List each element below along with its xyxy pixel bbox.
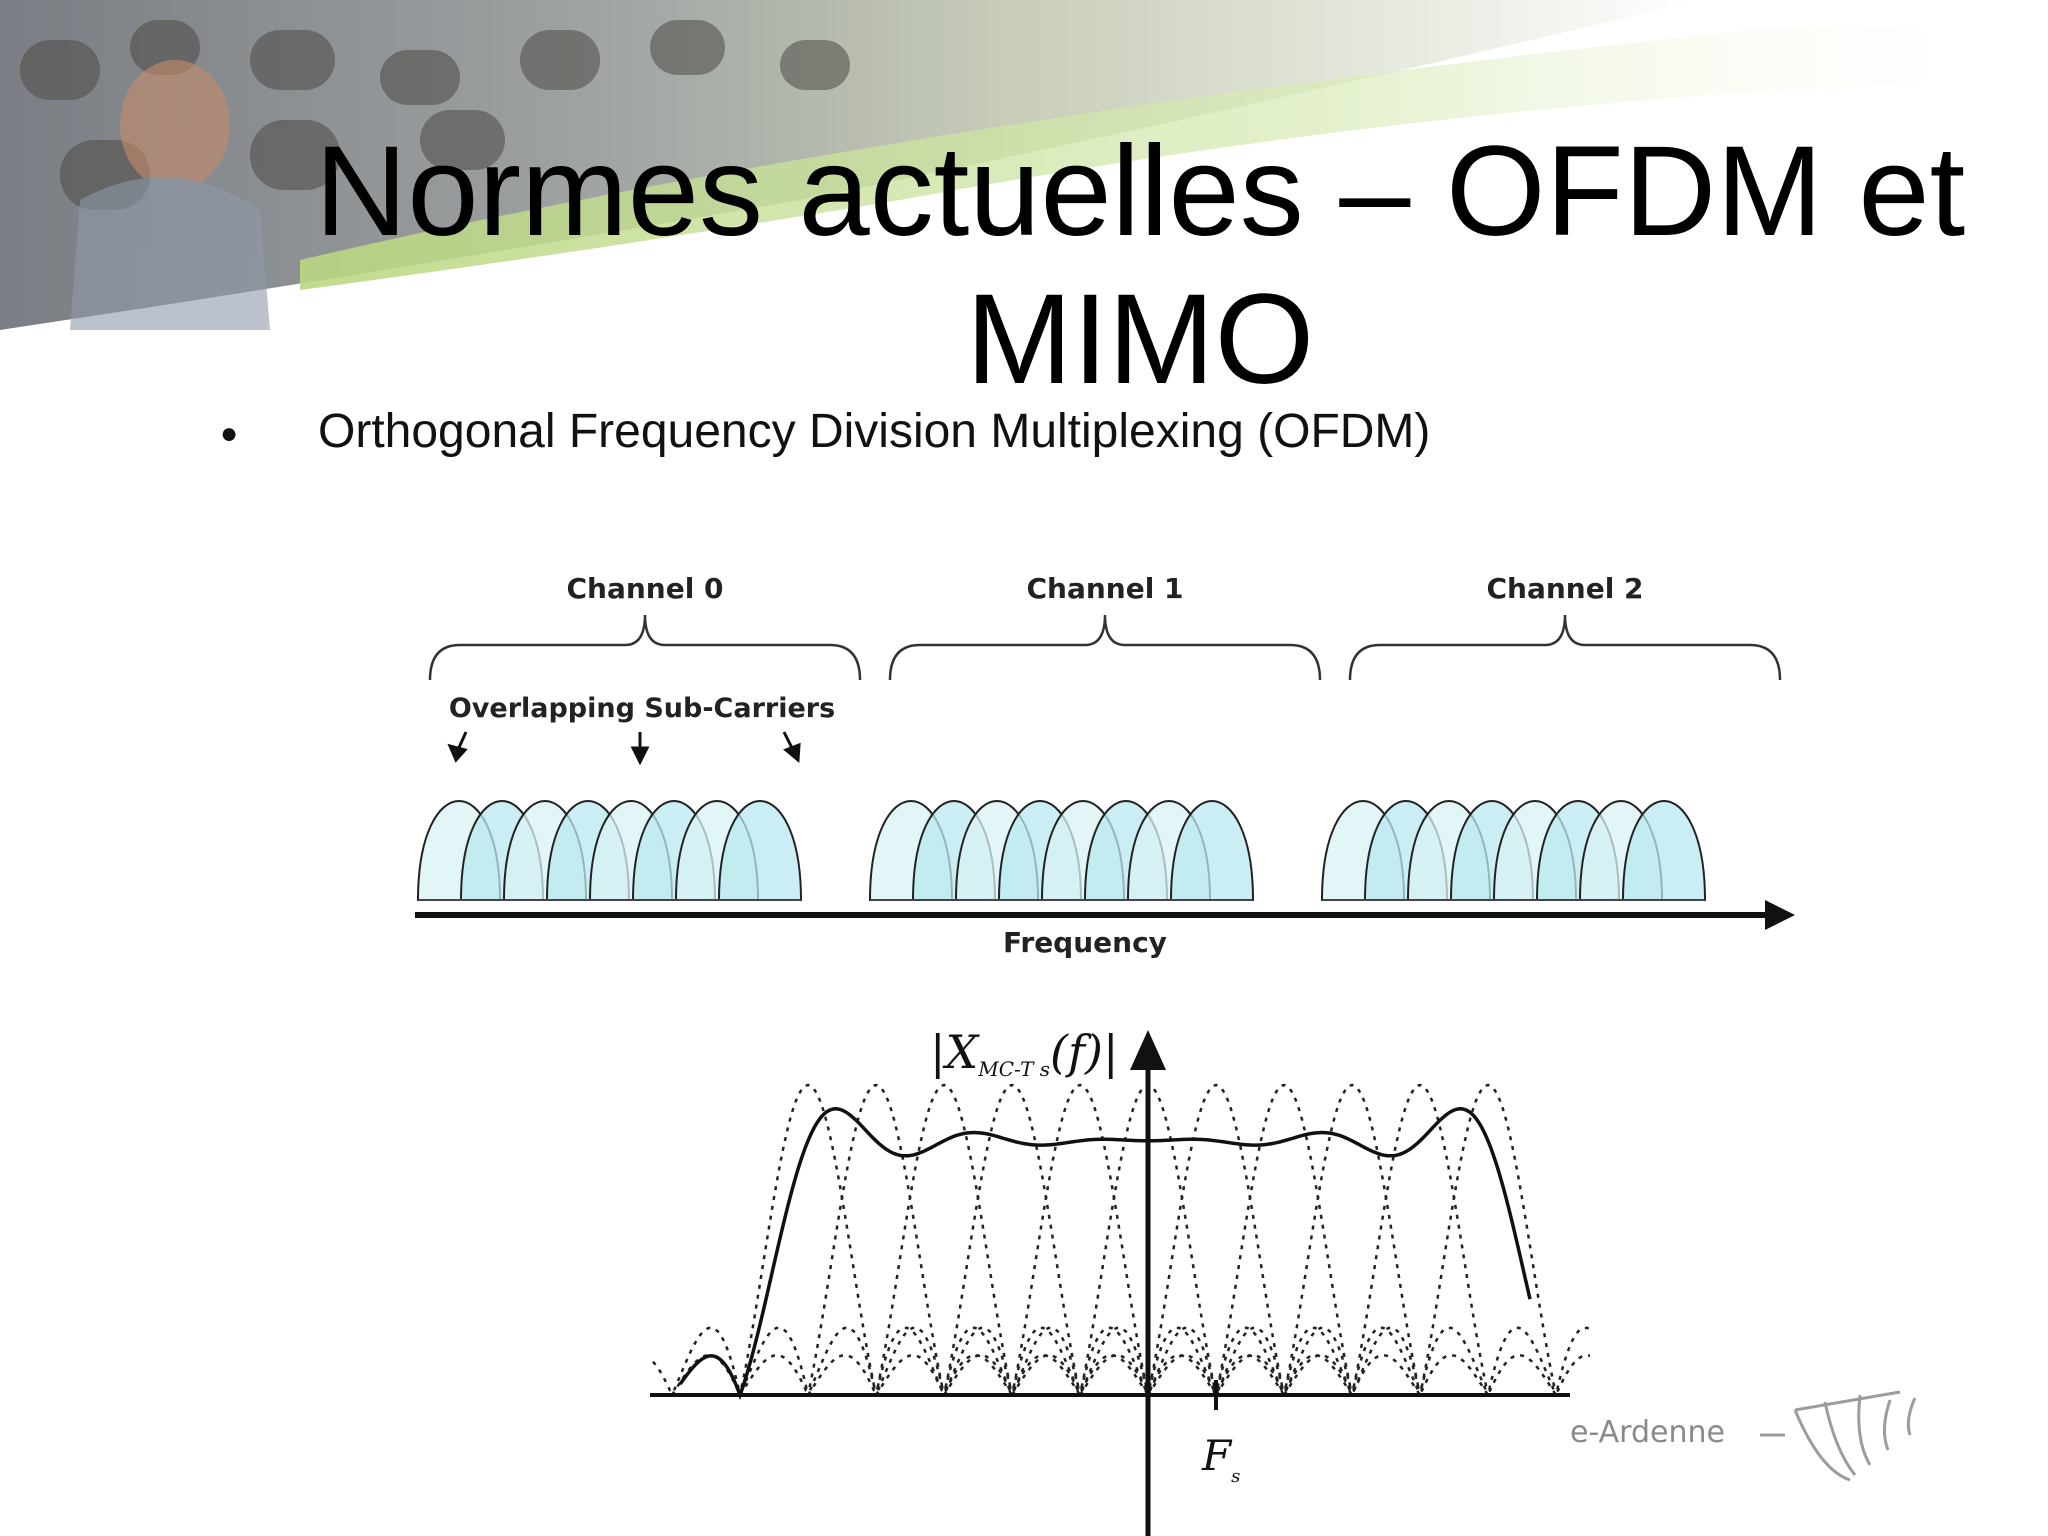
subcarrier-sinc-lobe — [1214, 1083, 1590, 1396]
subcarrier-sinc-lobe — [1282, 1083, 1590, 1396]
spectrum-envelope — [678, 1107, 1532, 1401]
arrow-icon — [630, 732, 650, 766]
frequency-axis-arrowhead-icon — [1765, 900, 1795, 930]
channel-brace-2 — [1348, 614, 1782, 681]
subcarrier-sinc-lobe — [670, 1083, 1082, 1396]
ofdm-channel-diagram: Channel 0 Channel 1 Channel 2 Overlappin… — [415, 572, 1795, 959]
bullet-text: Orthogonal Frequency Division Multiplexi… — [318, 405, 1431, 458]
bullet-item: ● Orthogonal Frequency Division Multiplex… — [220, 404, 1430, 459]
bullet-dot-icon: ● — [220, 417, 239, 451]
y-label-bar-end: | — [1103, 1025, 1119, 1079]
y-axis-arrowhead-icon — [1130, 1030, 1166, 1070]
fs-label-main: F — [1201, 1431, 1233, 1480]
subcarrier-sinc-lobe — [1078, 1083, 1490, 1396]
y-label-sub: MC-T s — [977, 1057, 1050, 1081]
subcarrier-spectra — [650, 1083, 1590, 1396]
subcarrier-sinc-lobe — [738, 1083, 1150, 1396]
channel-brace-0 — [428, 614, 862, 681]
subcarrier-sinc-lobe — [874, 1083, 1286, 1396]
subcarrier-lobe — [1169, 800, 1255, 901]
title-line-1: Normes actuelles – OFDM et — [314, 120, 1966, 263]
logo-mark-icon — [1760, 1390, 1917, 1482]
green-swoosh — [300, 26, 2048, 291]
subcarrier-label: Overlapping Sub-Carriers — [449, 693, 835, 724]
title-line-2: MIMO — [965, 268, 1315, 411]
arrow-icon — [447, 731, 468, 763]
subcarrier-lobe — [1621, 800, 1707, 901]
header-banner — [0, 0, 2048, 330]
y-label-arg: (f) — [1050, 1025, 1103, 1079]
arrow-icon — [782, 731, 801, 764]
slide-title: Normes actuelles – OFDM et MIMO — [300, 118, 1980, 414]
fs-label-sub: s — [1231, 1466, 1240, 1487]
y-axis-label: |XMC-T s(f)| — [930, 1025, 1118, 1081]
frequency-axis-label: Frequency — [1003, 926, 1167, 959]
fs-tick-label: Fs — [1201, 1431, 1240, 1487]
channel-label-2: Channel 2 — [1486, 572, 1643, 605]
subcarrier-group — [416, 800, 1707, 901]
y-label-bar: | — [930, 1025, 946, 1079]
subcarrier-lobe — [717, 800, 803, 901]
subcarrier-sinc-lobe — [806, 1083, 1218, 1396]
spectrum-plot: |XMC-T s(f)| Fs — [650, 1025, 1590, 1536]
e-ardenne-logo: e-Ardenne — [1570, 1390, 1917, 1482]
subcarrier-sinc-lobe — [1146, 1083, 1558, 1396]
subcarrier-sinc-lobe — [1010, 1083, 1422, 1396]
logo-text: e-Ardenne — [1570, 1415, 1725, 1450]
y-label-main: X — [943, 1025, 981, 1079]
channel-label-1: Channel 1 — [1026, 572, 1183, 605]
subcarrier-sinc-lobe — [650, 1083, 1014, 1396]
channel-brace-1 — [888, 614, 1322, 681]
channel-label-0: Channel 0 — [566, 572, 723, 605]
